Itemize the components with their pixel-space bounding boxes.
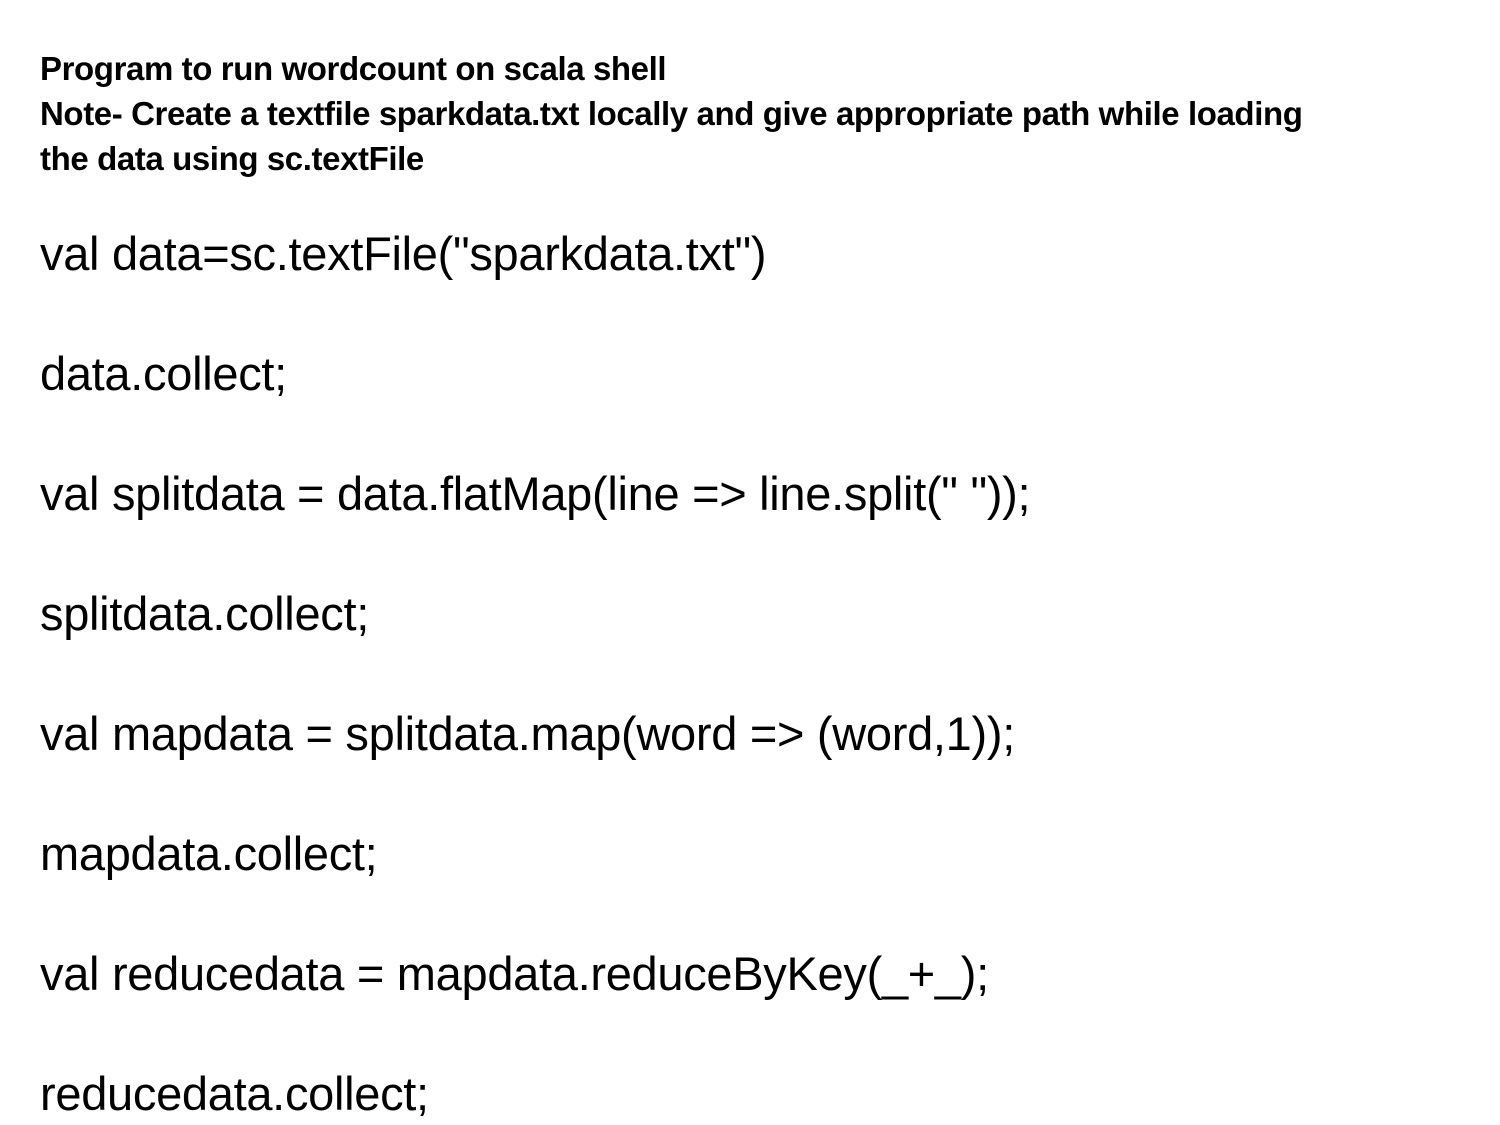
code-line-mapdata: val mapdata = splitdata.map(word => (wor… [40, 707, 1015, 760]
note-line-1: Note- Create a textfile sparkdata.txt lo… [40, 95, 1303, 132]
code-line-load-data: val data=sc.textFile("sparkdata.txt") [40, 227, 767, 280]
code-line-splitdata-collect: splitdata.collect; [40, 587, 369, 640]
note-line-2: the data using sc.textFile [40, 140, 424, 177]
code-line-reducedata: val reducedata = mapdata.reduceByKey(_+_… [40, 947, 989, 1000]
document-title: Program to run wordcount on scala shell [40, 50, 667, 87]
document-header: Program to run wordcount on scala shell … [40, 46, 1480, 181]
code-line-reducedata-collect: reducedata.collect; [40, 1067, 429, 1120]
code-line-mapdata-collect: mapdata.collect; [40, 827, 378, 880]
code-line-data-collect: data.collect; [40, 347, 287, 400]
code-line-splitdata: val splitdata = data.flatMap(line => lin… [40, 467, 1031, 520]
